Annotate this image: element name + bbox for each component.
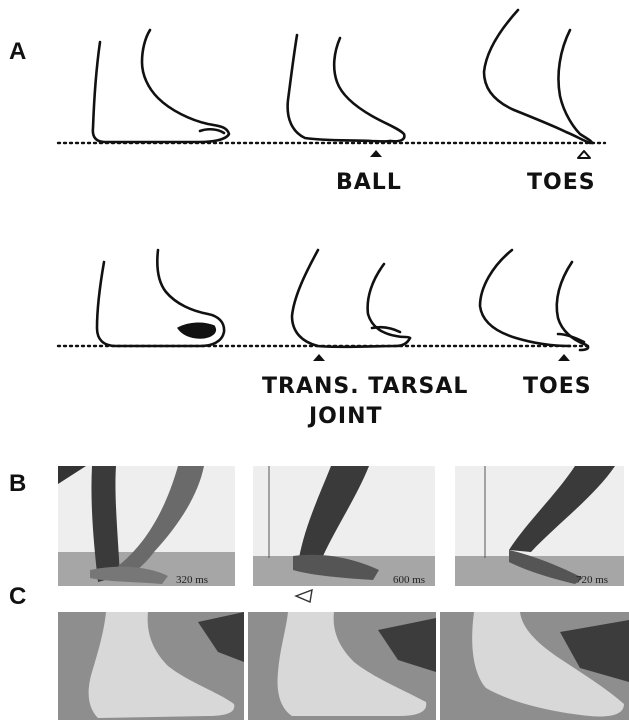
foot-drawing-midfoot-flex <box>292 250 410 347</box>
label-trans-tarsal: TRANS. TARSAL <box>262 374 468 399</box>
label-joint: JOINT <box>309 404 383 429</box>
photo-frame-320ms <box>58 466 235 586</box>
foot-drawing-on-toes <box>484 10 592 143</box>
time-label-320ms: 320 ms <box>176 574 208 586</box>
foot-drawing-heel-raised <box>288 35 405 141</box>
human-foot-photo-3 <box>440 612 629 720</box>
time-label-600ms: 600 ms <box>393 574 425 586</box>
arrowhead-up-icon <box>370 150 382 157</box>
foot-drawing-grasping-flat <box>97 250 224 346</box>
panel-label-b: B <box>9 470 26 498</box>
photo-frame-720ms <box>455 466 624 586</box>
arrowhead-up-icon <box>313 354 325 361</box>
label-toes-row2: TOES <box>523 374 592 399</box>
label-toes-row1: TOES <box>527 170 596 195</box>
human-foot-photo-2 <box>248 612 436 720</box>
label-ball: BALL <box>336 170 402 195</box>
open-triangle-pointer-icon <box>294 588 314 604</box>
arrowhead-up-icon <box>558 354 570 361</box>
time-label-720ms: 720 ms <box>576 574 608 586</box>
photo-frame-600ms <box>253 466 435 586</box>
foot-drawing-flat <box>93 30 229 142</box>
arrowhead-up-icon <box>578 151 590 158</box>
human-foot-photo-1 <box>58 612 244 720</box>
foot-drawing-on-toes-grasp <box>480 250 588 350</box>
panel-label-c: C <box>9 583 26 611</box>
